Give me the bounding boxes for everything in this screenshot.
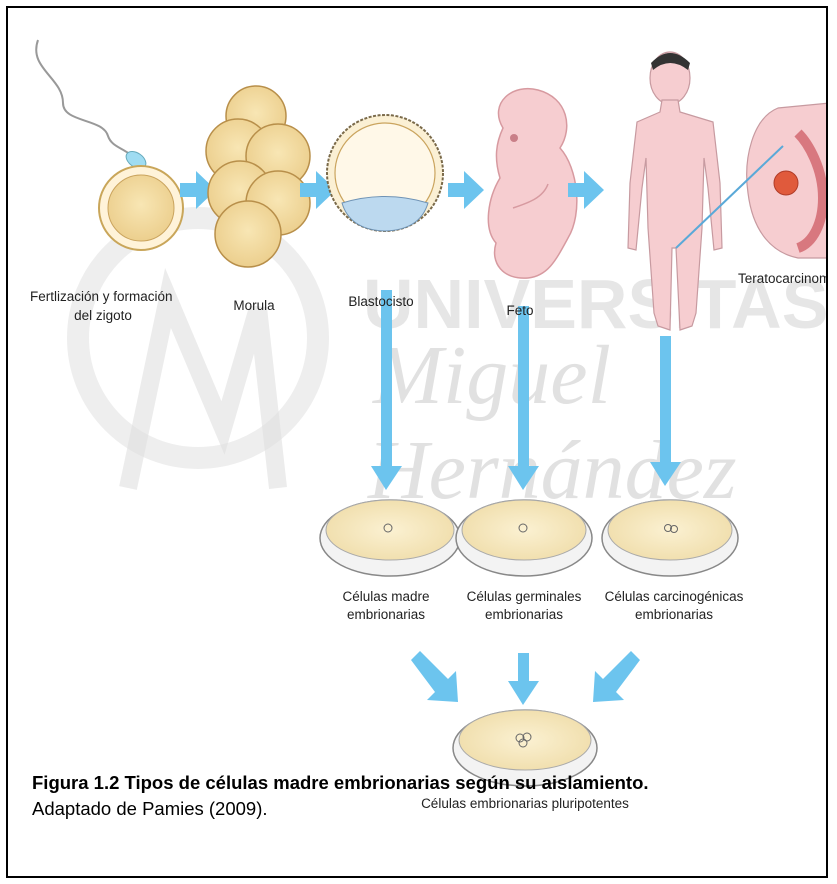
morula-illustration [206, 86, 310, 267]
label-embryonic-carcinoma-line1: Células carcinogénicas [605, 589, 744, 604]
diagram: UNIVERSITAS Miguel Hernández [8, 8, 828, 878]
watermark: UNIVERSITAS Miguel Hernández [78, 218, 828, 517]
figure-frame: UNIVERSITAS Miguel Hernández [6, 6, 828, 878]
blastocyst-illustration [327, 115, 443, 231]
label-embryonic-germ-line2: embrionarias [485, 607, 563, 622]
label-embryonic-stem-line2: embrionarias [347, 607, 425, 622]
culture-dish-3 [602, 500, 738, 576]
label-embryonic-stem-line1: Células madre [342, 589, 429, 604]
label-embryonic-carcinoma-line2: embrionarias [635, 607, 713, 622]
label-embryonic-germ-line1: Células germinales [467, 589, 582, 604]
figure-caption: Figura 1.2 Tipos de células madre embrio… [32, 770, 828, 822]
label-fertilization-line1: Fertlización y formación [30, 289, 173, 304]
culture-dish-2 [456, 500, 592, 576]
caption-source: Adaptado de Pamies (2009). [32, 796, 828, 822]
arrow-right-3 [448, 171, 484, 209]
fetus-illustration [488, 89, 577, 279]
arrows-converging [411, 651, 640, 705]
label-blastocyst: Blastocisto [348, 294, 413, 309]
caption-title: Figura 1.2 Tipos de células madre embrio… [32, 770, 828, 796]
sperm-egg-illustration [36, 40, 183, 250]
watermark-line2: Miguel [372, 329, 611, 422]
culture-dish-1 [320, 500, 460, 576]
label-teratocarcinoma: Teratocarcinoma [738, 271, 828, 286]
label-fertilization-line2: del zigoto [74, 308, 132, 323]
label-fetus: Feto [506, 303, 533, 318]
label-morula: Morula [233, 298, 275, 313]
